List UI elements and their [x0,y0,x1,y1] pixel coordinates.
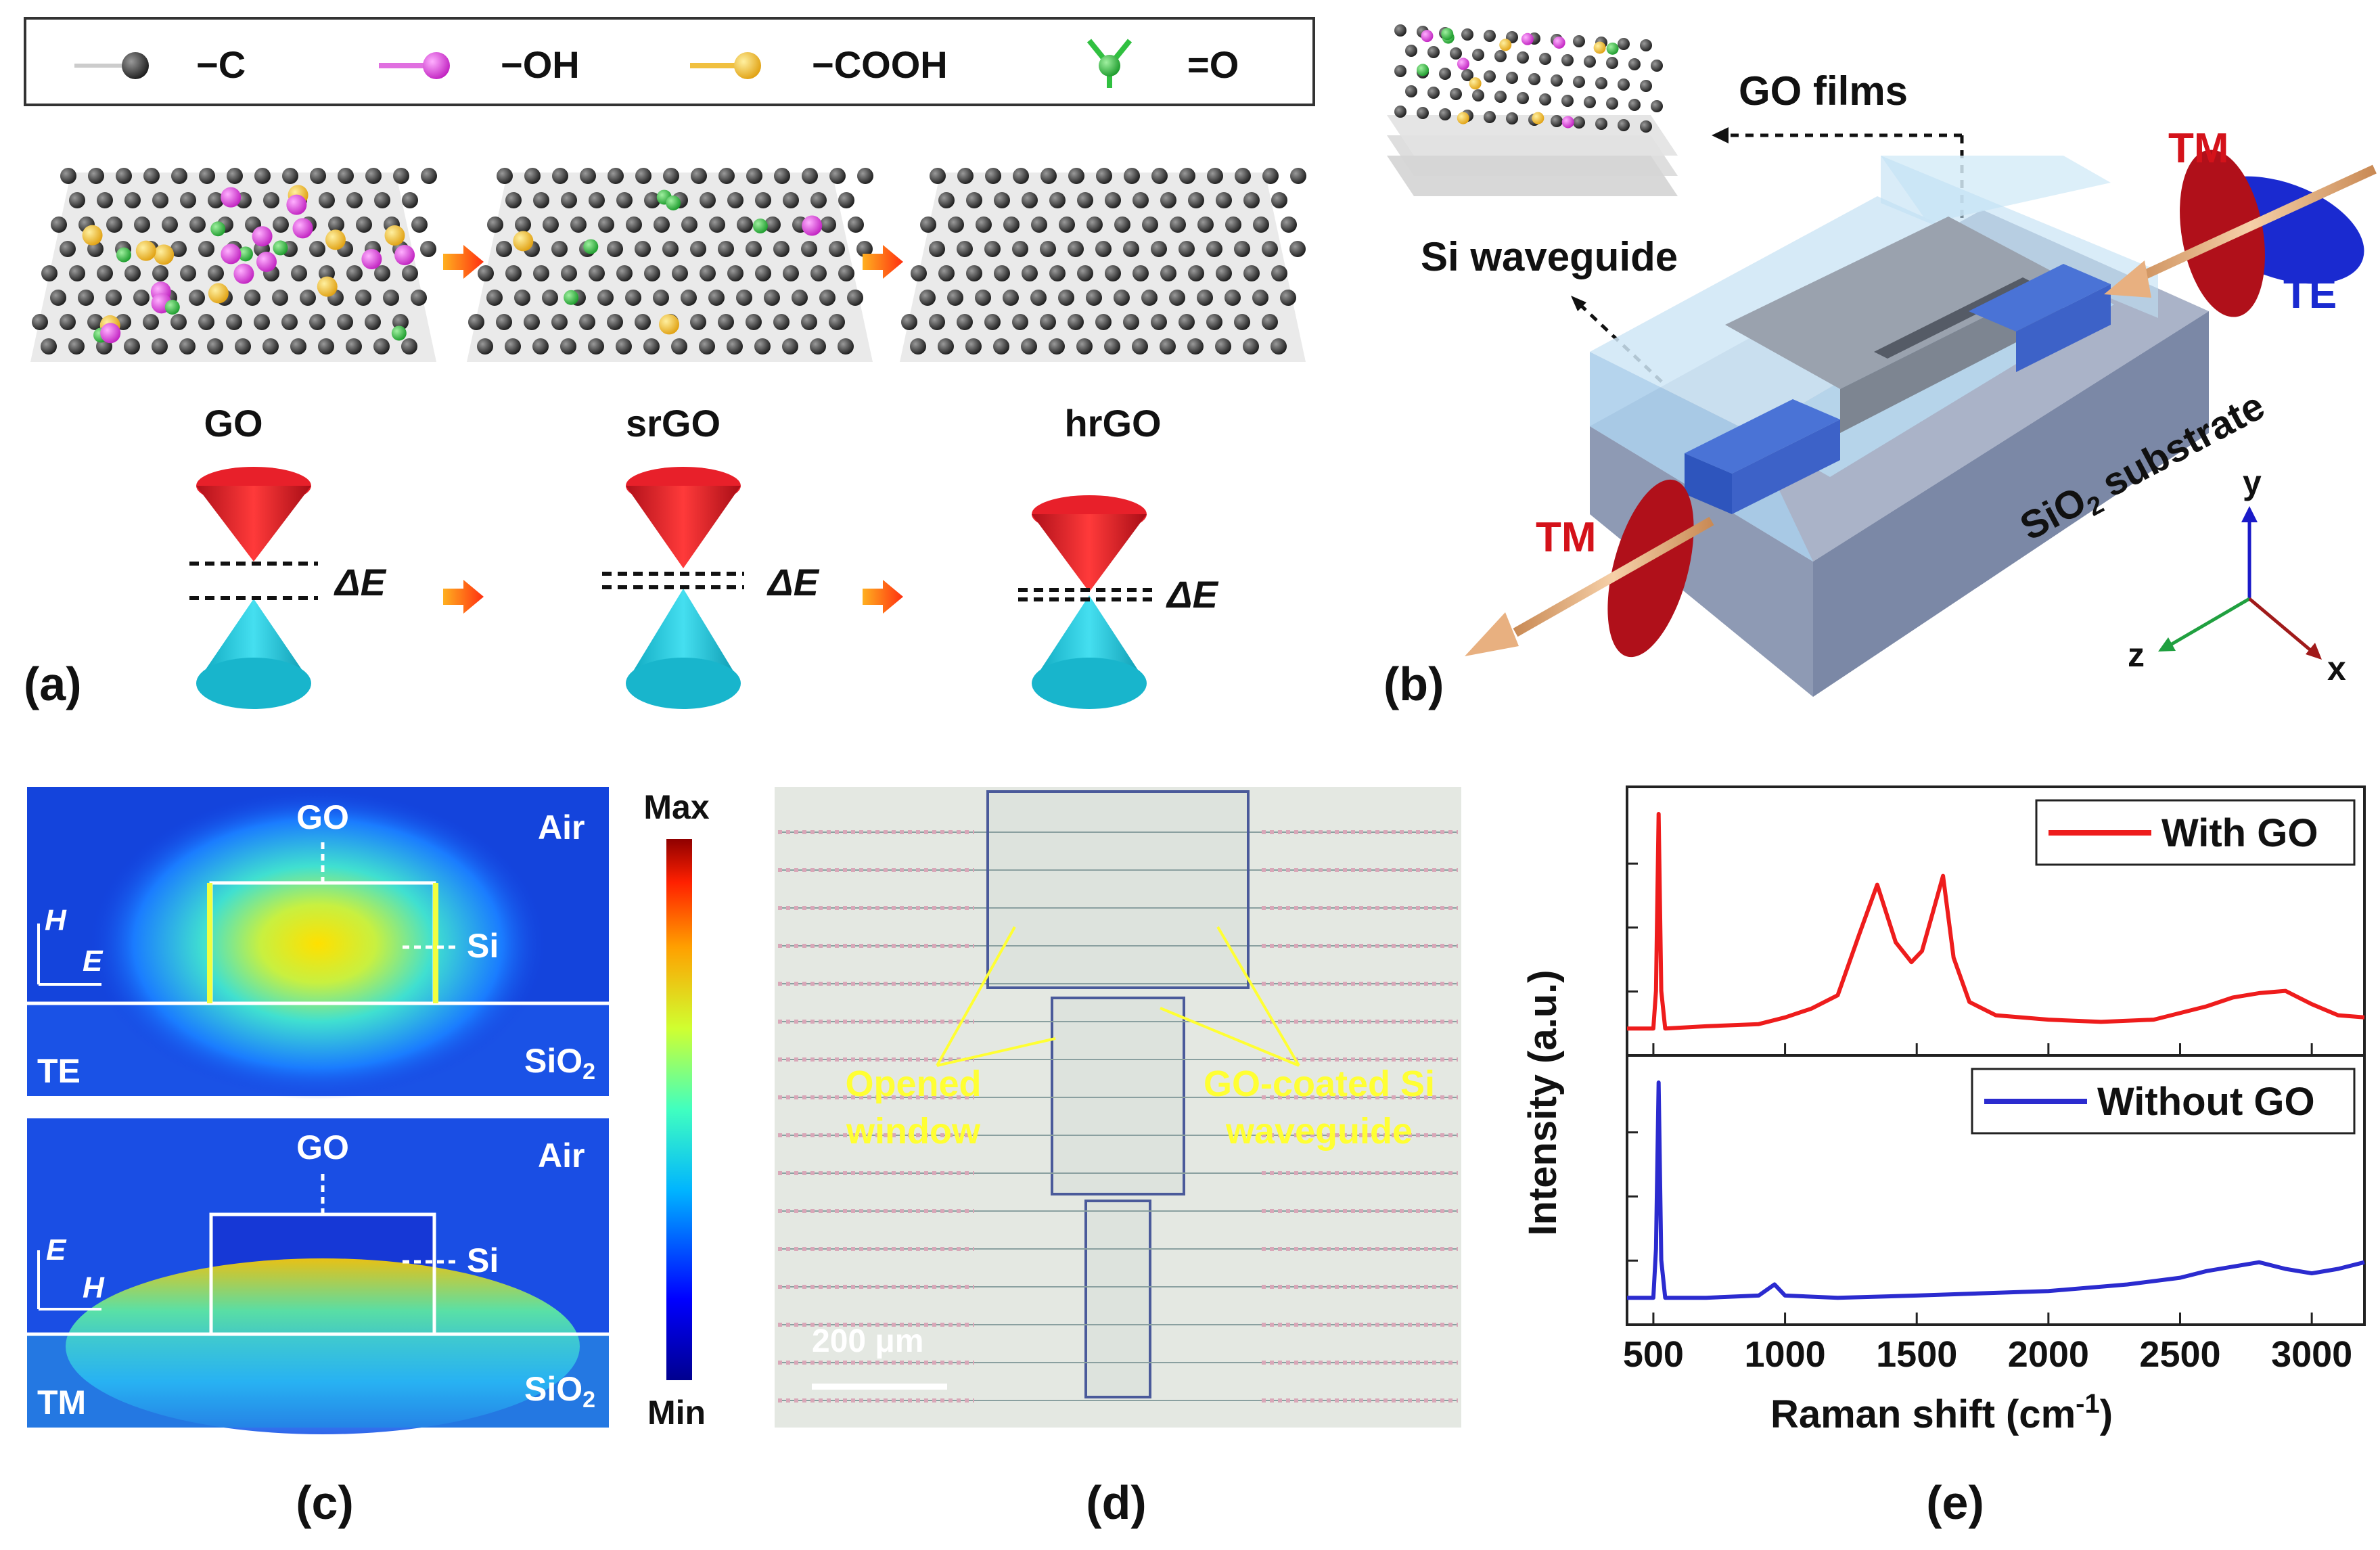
go-coated-label-1: GO-coated Si [1204,1064,1435,1104]
panel-c: GO Air Si SiO2 TE H E GO Air Si SiO2 TM [27,787,710,1529]
band-structure-hrgo: ΔE [1018,495,1219,709]
carboxyl-group-icon [690,52,761,79]
graphene-sheet [30,168,437,362]
band-structure-go: ΔE [189,467,387,709]
arrow-icon [443,580,484,614]
arrow-icon [443,245,484,279]
te-mode-profile: GO Air Si SiO2 TE H E [27,787,609,1099]
legend-with-go-label: With GO [2161,811,2318,855]
tm-substrate-label: SiO2 [524,1370,595,1413]
legend-carboxyl-label: −COOH [812,43,948,86]
material-label-go: GO [204,402,262,445]
colorbar-min-label: Min [647,1394,706,1432]
legend-epoxy-label: =O [1187,43,1239,86]
colorbar: Max Min [643,788,709,1432]
x-tick-label: 1000 [1745,1334,1826,1375]
axis-y-label: y [2243,463,2262,501]
go-films-label: GO films [1739,68,1908,114]
arrow-icon [863,245,903,279]
legend-without-go-label: Without GO [2097,1080,2315,1124]
tm-air-label: Air [538,1137,585,1175]
panel-label-d: (d) [1086,1476,1146,1529]
tm-output-label: TM [2168,125,2229,172]
beam-arrowhead-icon [2104,260,2151,298]
bandgap-label-srgo: ΔE [766,561,820,603]
tm-mode-profile: GO Air Si SiO2 TM E H [27,1118,609,1434]
molecule-legend: −C −OH −COOH =O [24,17,1315,106]
x-tick-label: 3000 [2271,1334,2352,1375]
arrow-icon [863,580,903,614]
x-tick-label: 1500 [1876,1334,1957,1375]
pointer-arrow-icon [1712,127,1729,143]
pointer-arrow-icon [1571,296,1586,311]
legend-hydroxyl-label: −OH [501,43,580,86]
bandgap-label-go: ΔE [334,561,387,603]
panel-d: Opened window GO-coated Si waveguide 200… [775,787,1461,1529]
scale-bar [812,1384,947,1390]
tm-go-label: GO [296,1129,349,1166]
coordinate-axes: y z x [2128,463,2346,687]
graphene-sheet [467,168,873,362]
graphene-sheets [30,168,1306,362]
bandgap-label-hrgo: ΔE [1166,573,1219,616]
tm-field-e-label: E [46,1233,67,1267]
te-field-e-label: E [83,944,104,978]
x-axis-label: Raman shift (cm-1) [1770,1389,2113,1436]
chip-structure [1590,156,2209,697]
si-waveguide-label: Si waveguide [1421,234,1678,279]
axis-x-label: x [2327,649,2346,687]
te-mode-label: TE [37,1052,81,1090]
axis-z-label: z [2128,636,2145,674]
panel-a: GO srGO hrGO ΔE ΔE [24,168,1306,710]
tm-mode-label: TM [37,1384,86,1421]
te-air-label: Air [538,808,585,846]
series-line-without-go [1627,1080,2365,1300]
panel-label-a: (a) [24,658,82,710]
te-output-label: TE [2283,271,2337,317]
band-structure-srgo: ΔE [602,467,820,709]
carbon-atom-icon [74,52,149,79]
tm-input-label: TM [1536,514,1597,561]
tm-field-h-label: H [83,1271,105,1304]
beam-arrowhead-icon [1465,612,1519,656]
panel-e: 500 1000 1500 2000 2500 3000 With GO Without GO… [1521,785,2366,1529]
input-beam [1465,479,1714,658]
te-field-h-label: H [45,904,67,937]
hydroxyl-group-icon [379,52,450,79]
tm-si-label: Si [467,1241,499,1279]
epoxy-oxygen-icon [1086,39,1132,88]
te-si-label: Si [467,927,499,965]
series-line-with-go [1627,812,2365,1031]
te-go-label: GO [296,798,349,836]
raman-chart: 500 1000 1500 2000 2500 3000 With GO Without GO [1623,785,2366,1375]
x-tick-label: 2500 [2139,1334,2220,1375]
graphene-sheet [900,168,1306,362]
material-label-srgo: srGO [626,402,720,445]
scale-bar-label: 200 μm [812,1323,923,1359]
opened-window-label-2: window [846,1111,981,1152]
y-axis-label: Intensity (a.u.) [1521,970,1565,1235]
x-tick-label: 2000 [2008,1334,2089,1375]
go-film-stack-icon [1387,24,1678,196]
x-tick-label: 500 [1623,1334,1684,1375]
panel-label-c: (c) [296,1476,354,1529]
material-label-hrgo: hrGO [1064,402,1161,445]
go-coated-label-2: waveguide [1225,1111,1413,1152]
te-substrate-label: SiO2 [524,1042,595,1085]
panel-label-b: (b) [1383,658,1444,710]
panel-b: GO films Si waveguide [1383,24,2377,710]
colorbar-max-label: Max [643,788,709,826]
panel-label-e: (e) [1926,1476,1984,1529]
output-beam [2104,150,2377,317]
opened-window-label-1: Opened [845,1064,981,1104]
legend-carbon-label: −C [196,43,246,86]
